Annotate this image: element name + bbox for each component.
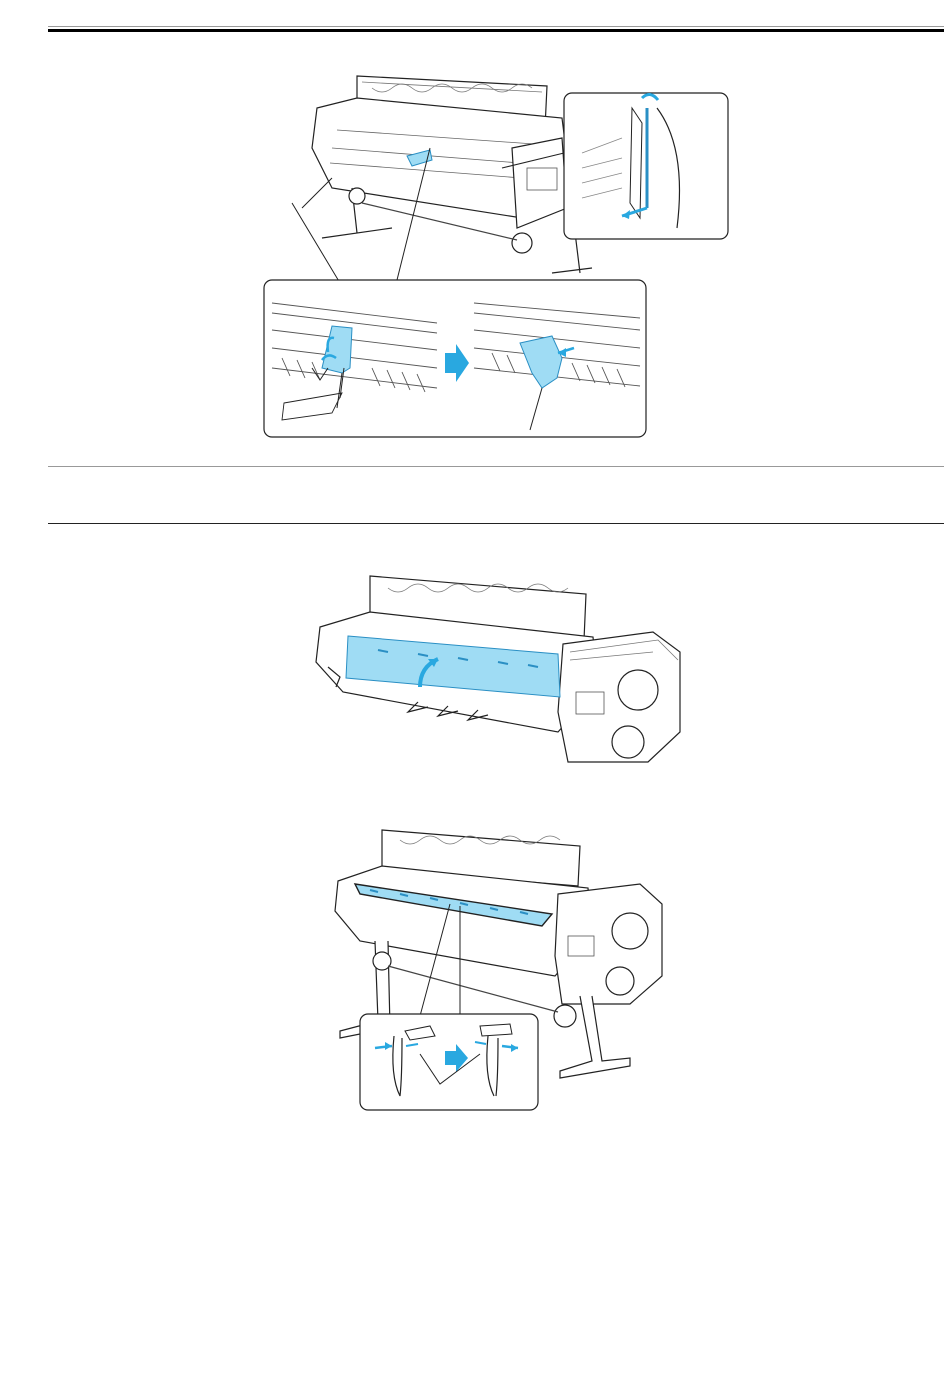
printer-body-icon xyxy=(312,76,592,273)
inset-guide-detail xyxy=(360,1014,538,1110)
section-divider-bottom xyxy=(48,523,944,524)
header-rule-thick xyxy=(48,29,944,32)
section-divider-top xyxy=(48,466,944,467)
figure-1-printer-platen-illustration xyxy=(262,68,730,440)
header-rule-thin xyxy=(48,26,944,27)
figure-3-printer-guides-illustration xyxy=(330,826,668,1112)
inset-detail-bottom xyxy=(264,280,646,437)
figure-2-printer-cover-illustration xyxy=(308,572,690,778)
